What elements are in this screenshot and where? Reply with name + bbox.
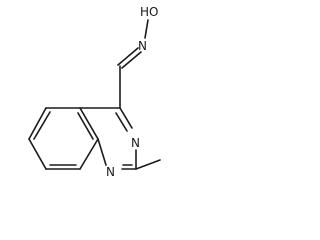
bond-c8a-c4a bbox=[79, 107, 99, 140]
bond-c4-n3-inner bbox=[115, 112, 128, 132]
oxime-nitrogen-label: N bbox=[138, 39, 147, 53]
bond-c6-c7 bbox=[28, 138, 47, 170]
bond-n1-c8a bbox=[97, 138, 107, 166]
molecule-structure: HO N N N bbox=[28, 5, 161, 179]
hydroxyl-label: HO bbox=[140, 5, 158, 19]
bond-n-ch-double-2 bbox=[121, 51, 142, 69]
bond-n-ch-double bbox=[117, 47, 139, 66]
bond-c8a-c4a-inner bbox=[77, 112, 94, 140]
ring-nitrogen-3-label: N bbox=[131, 136, 140, 150]
bond-c5-c6 bbox=[28, 107, 47, 140]
bond-o-n bbox=[144, 19, 149, 39]
bond-c2-methyl bbox=[135, 159, 161, 170]
bond-layer bbox=[28, 19, 161, 170]
bond-c4-n3 bbox=[119, 107, 133, 129]
bond-c6-c7-inner bbox=[33, 111, 51, 140]
ring-nitrogen-1-label: N bbox=[106, 165, 115, 179]
bond-c8-c8a bbox=[79, 138, 99, 170]
